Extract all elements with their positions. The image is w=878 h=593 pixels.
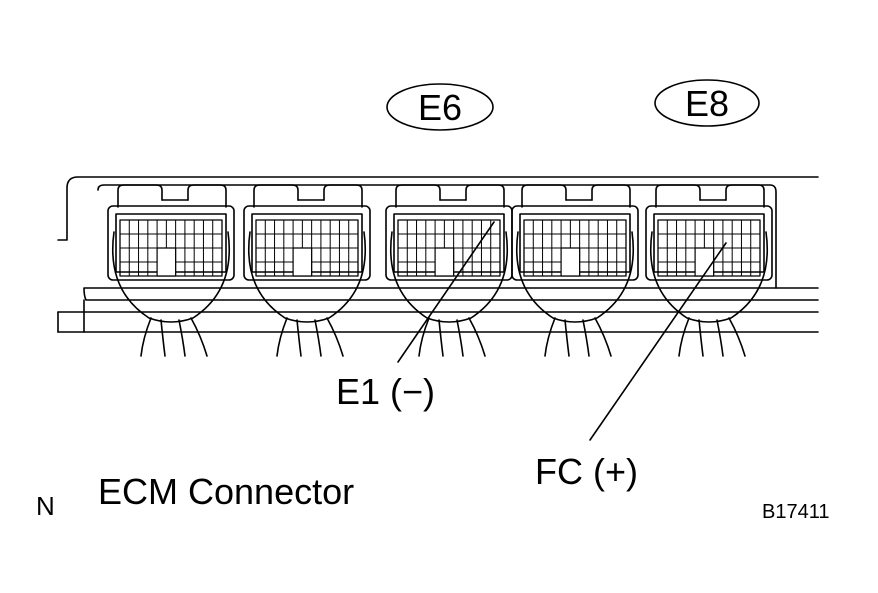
connector-block <box>385 184 513 357</box>
corner-mark: N <box>36 491 55 521</box>
wire-harness <box>418 317 486 357</box>
wire-harness <box>678 317 746 357</box>
e1-terminal-label: E1 (−) <box>336 371 435 412</box>
figure-code: B17411 <box>762 501 829 523</box>
connector-block <box>511 184 639 357</box>
e6-label: E6 <box>418 87 462 128</box>
wire-harness <box>276 317 344 357</box>
connector-block <box>645 184 773 357</box>
e1-leader-line <box>397 221 495 363</box>
e8-callout-oval <box>654 79 760 127</box>
e8-label: E8 <box>685 83 729 124</box>
fc-leader-line <box>589 242 727 441</box>
connector-block <box>243 184 371 357</box>
connector-block <box>107 184 235 357</box>
wire-harness <box>544 317 612 357</box>
fc-terminal-label: FC (+) <box>535 451 638 492</box>
leader-lines <box>397 221 727 441</box>
e6-callout-oval <box>386 83 494 131</box>
wire-harness <box>140 317 208 357</box>
diagram-caption: ECM Connector <box>98 471 354 512</box>
ecm-housing <box>57 176 819 333</box>
